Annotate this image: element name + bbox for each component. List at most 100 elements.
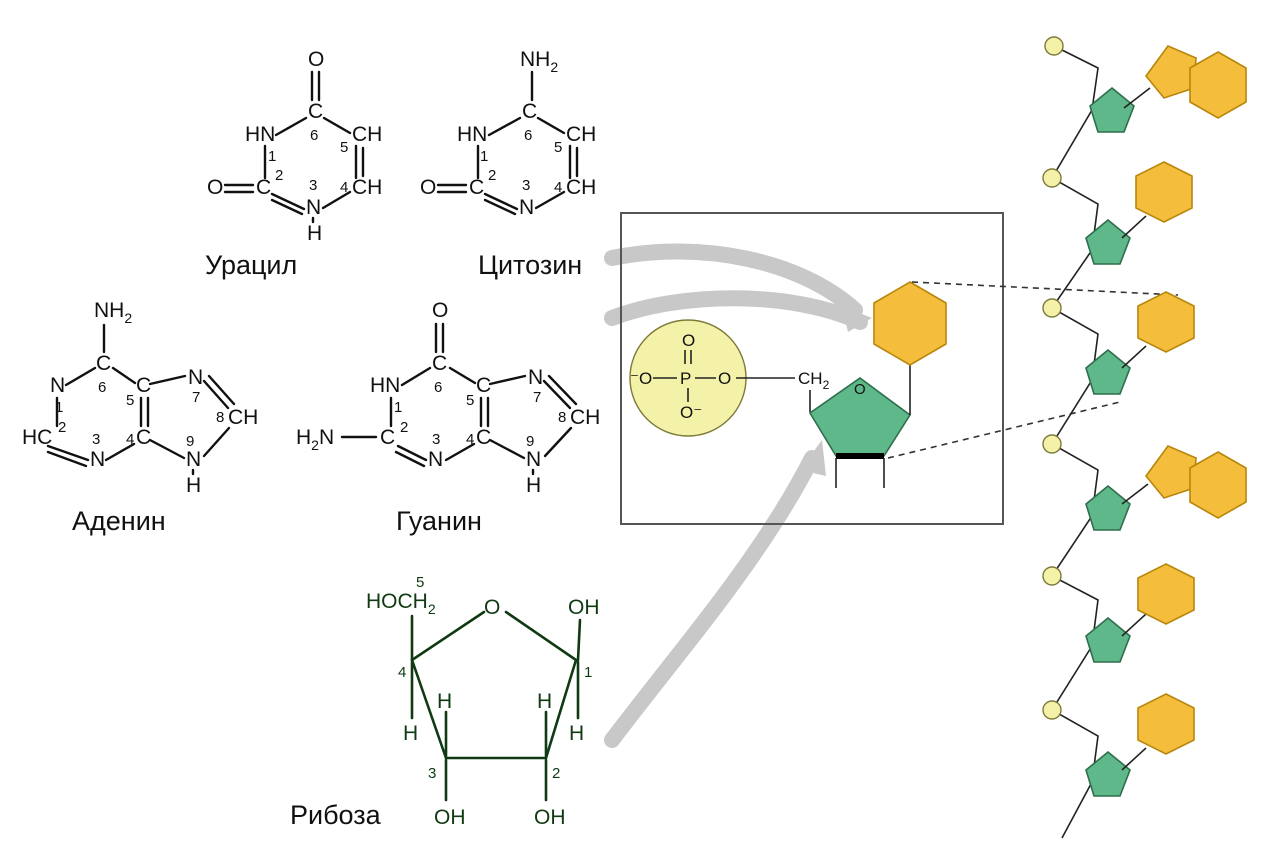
pyrimidine-hexagon [1135,161,1193,223]
atom-minusO: ⁻O [630,369,652,388]
purine-hexagon [1189,51,1247,119]
atom-H2: H [537,690,552,713]
arrowhead-base [842,306,872,332]
atom-O-right: O [718,369,731,388]
sugar-pentagon [1085,750,1131,797]
pyrimidine-hexagon [1137,563,1195,625]
ring-number-2: 2 [552,765,560,782]
ring-number-2: 2 [275,167,283,184]
purine-hexagon [1189,451,1247,519]
atom-O: O [308,48,324,71]
atom-C2: C [380,426,395,449]
atom-O2: O [207,176,223,199]
atom-N1: N [50,374,65,397]
ring-number-6: 6 [524,127,532,144]
ring-number-4: 4 [126,431,134,448]
ring-number-6: 6 [434,379,442,396]
ring-number-1: 1 [394,399,402,416]
atom-N3: N [519,196,534,219]
atom-N3: N [90,448,105,471]
ring-number-7: 7 [533,389,541,406]
atom-OH1: OH [568,596,600,619]
ring-number-1: 1 [480,148,488,165]
ring-number-5: 5 [416,574,424,591]
atom-C5: C [476,374,491,397]
ring-number-1: 1 [584,664,592,681]
atom-H9: H [526,474,541,497]
atom-N9: N [526,448,541,471]
ring-number-2: 2 [488,167,496,184]
atom-P: P [680,369,691,388]
pyrimidine-hexagon [1137,291,1195,353]
atom-C6: C [432,352,447,375]
ring-number-2: 2 [400,419,408,436]
arrow-to-sugar [604,450,820,748]
ring-number-4: 4 [466,431,474,448]
ring-number-4: 4 [340,179,348,196]
ring-number-5: 5 [466,392,474,409]
atom-C2: C [469,176,484,199]
atom-O-ring: O [484,596,500,619]
atom-C4: C [476,426,491,449]
atom-N3: N [428,448,443,471]
atom-C2: C [256,176,271,199]
atom-C4: C [136,426,151,449]
atom-O-sugar: O [854,381,866,398]
ring-number-8: 8 [558,409,566,426]
atom-NH2-label: NH2 [94,299,132,326]
atom-C6: C [96,352,111,375]
atom-N9: N [186,448,201,471]
guanine-structure: O C 6 HN 1 C 5 C 4 H2N C 2 N 3 N 7 CH 8 … [296,299,600,536]
atom-H9: H [186,474,201,497]
purine-pentagon [1144,445,1197,499]
atom-N3: N [306,196,321,219]
atom-C5: C [136,374,151,397]
cytosine-structure: NH2 C 6 HN 1 CH 5 CH 4 O C 2 N 3 Цитозин [420,48,596,280]
ribose-structure: 5 HOCH2 O OH 4 1 H H H H 3 2 OH OH Рибоз… [290,574,600,830]
arrow-to-base-mid [604,290,868,330]
atom-H3: H [437,690,452,713]
ring-number-1: 1 [55,399,63,416]
sugar-pentagon [1085,616,1131,663]
ring-number-6: 6 [310,127,318,144]
purine-pentagon [1144,45,1197,99]
arrow-to-base-top [604,243,863,318]
atom-C6: C [522,100,537,123]
nucleotide-box [620,212,1004,525]
ring-number-3: 3 [92,431,100,448]
pyrimidine-hexagon [1137,693,1195,755]
atom-CH5: CH [566,123,596,146]
atom-CH4: CH [566,176,596,199]
atom-O2: O [420,176,436,199]
atom-CH4: CH [352,176,382,199]
atom-N7: N [188,366,203,389]
atom-CH5: CH [352,123,382,146]
atom-NH2-label: NH2 [520,48,558,75]
uracil-structure: O C 6 HN 1 CH 5 CH 4 O C 2 N 3 H Урацил [205,48,382,280]
atom-H4: H [403,722,418,745]
caption-guanine: Гуанин [396,506,482,536]
atom-H2N-label: H2N [296,426,334,453]
ring-number-9: 9 [186,433,194,450]
connector-arrows [604,243,872,748]
atom-CH8: CH [570,406,600,429]
sugar-pentagon [1089,86,1135,133]
ring-number-4: 4 [398,664,406,681]
sugar-pentagon [1085,484,1131,531]
atom-OH3: OH [434,806,466,829]
ring-number-3: 3 [428,765,436,782]
ring-number-9: 9 [526,433,534,450]
caption-uracil: Урацил [205,250,297,280]
atom-N7: N [528,366,543,389]
atom-O-top: O [682,331,695,350]
ring-number-5: 5 [554,139,562,156]
atom-HN1: HN [245,123,275,146]
arrowhead-sugar [800,440,826,476]
phosphate-circle [1042,168,1062,188]
ring-number-3: 3 [432,431,440,448]
phosphate-circle [1042,434,1062,454]
ring-number-7: 7 [192,389,200,406]
caption-ribose: Рибоза [290,800,382,830]
phosphate-circle [1042,700,1062,720]
